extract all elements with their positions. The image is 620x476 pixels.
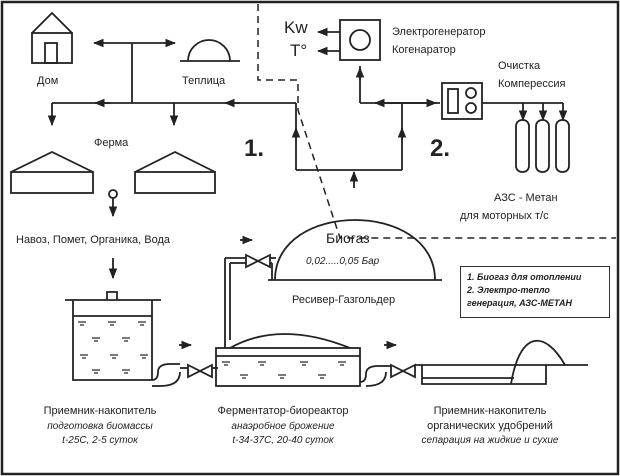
fertilizer-storage-icon — [415, 339, 588, 385]
route-2-label: 2. — [430, 135, 451, 162]
house-label: Дом — [37, 75, 59, 87]
farm-building-left-icon — [10, 150, 94, 194]
stage-3-params: сепарация на жидкие и сухие — [421, 435, 559, 446]
power-output-label: Kw — [284, 18, 308, 37]
generator-icon — [316, 19, 381, 61]
valve-icon — [384, 340, 416, 379]
farm-label: Ферма — [94, 137, 129, 149]
purification-label-line2: Комперессия — [498, 78, 566, 90]
fermenter-bioreactor-icon — [215, 258, 390, 387]
manure-outlet-icon — [108, 189, 118, 280]
gasholder-name: Ресивер-Газгольдер — [292, 294, 396, 306]
stage-1-params: t-25C, 2-5 суток — [62, 435, 138, 446]
gasholder-title: Биогаз — [326, 230, 370, 246]
stage-3-name: Приемник-накопитель — [433, 405, 547, 417]
compressor-icon — [441, 82, 568, 122]
greenhouse-label: Теплица — [182, 75, 226, 87]
house-icon — [31, 11, 73, 64]
generator-label-line1: Электрогенератор — [392, 26, 486, 38]
heat-distribution-pipes — [47, 38, 440, 188]
stage-2-params: t-34-37C, 20-40 суток — [232, 435, 334, 446]
route-separator-dashed-line — [257, 4, 616, 239]
legend-box: 1. Биогаз для отоплении 2. Электро-тепло… — [460, 266, 610, 318]
valve-icon — [179, 340, 218, 379]
gas-station-label-line2: для моторных т/с — [460, 210, 549, 222]
stage-1-name: Приемник-накопитель — [43, 405, 157, 417]
raw-material-label: Навоз, Помет, Органика, Вода — [16, 234, 171, 246]
stage-2-desc: анаэробное брожение — [231, 421, 335, 432]
legend-item-3: генерация, АЗС-МЕТАН — [467, 298, 573, 308]
route-1-label: 1. — [244, 135, 265, 162]
legend-item-1: 1. Биогаз для отоплении — [467, 272, 582, 282]
gasholder-dome-icon — [268, 219, 442, 281]
valve-icon — [225, 235, 276, 280]
gas-station-label-line1: АЗС - Метан — [494, 192, 558, 204]
legend-item-2: 2. Электро-тепло — [467, 285, 550, 295]
liquid-symbols — [78, 321, 346, 379]
purification-label-line1: Очистка — [498, 60, 541, 72]
greenhouse-icon — [180, 39, 240, 62]
farm-building-right-icon — [134, 150, 216, 194]
gasholder-pressure: 0,02.....0,05 Бар — [306, 256, 380, 267]
stage-2-name: Ферментатор-биореактор — [217, 405, 349, 417]
heat-output-label: T° — [290, 41, 308, 60]
stage-1-desc: подготовка биомассы — [47, 421, 153, 432]
receiver-tank-icon — [65, 291, 181, 387]
generator-label-line2: Когенаратор — [392, 44, 456, 56]
stage-3-desc: органических удобрений — [427, 420, 553, 432]
methane-cylinders-icon — [515, 119, 570, 173]
